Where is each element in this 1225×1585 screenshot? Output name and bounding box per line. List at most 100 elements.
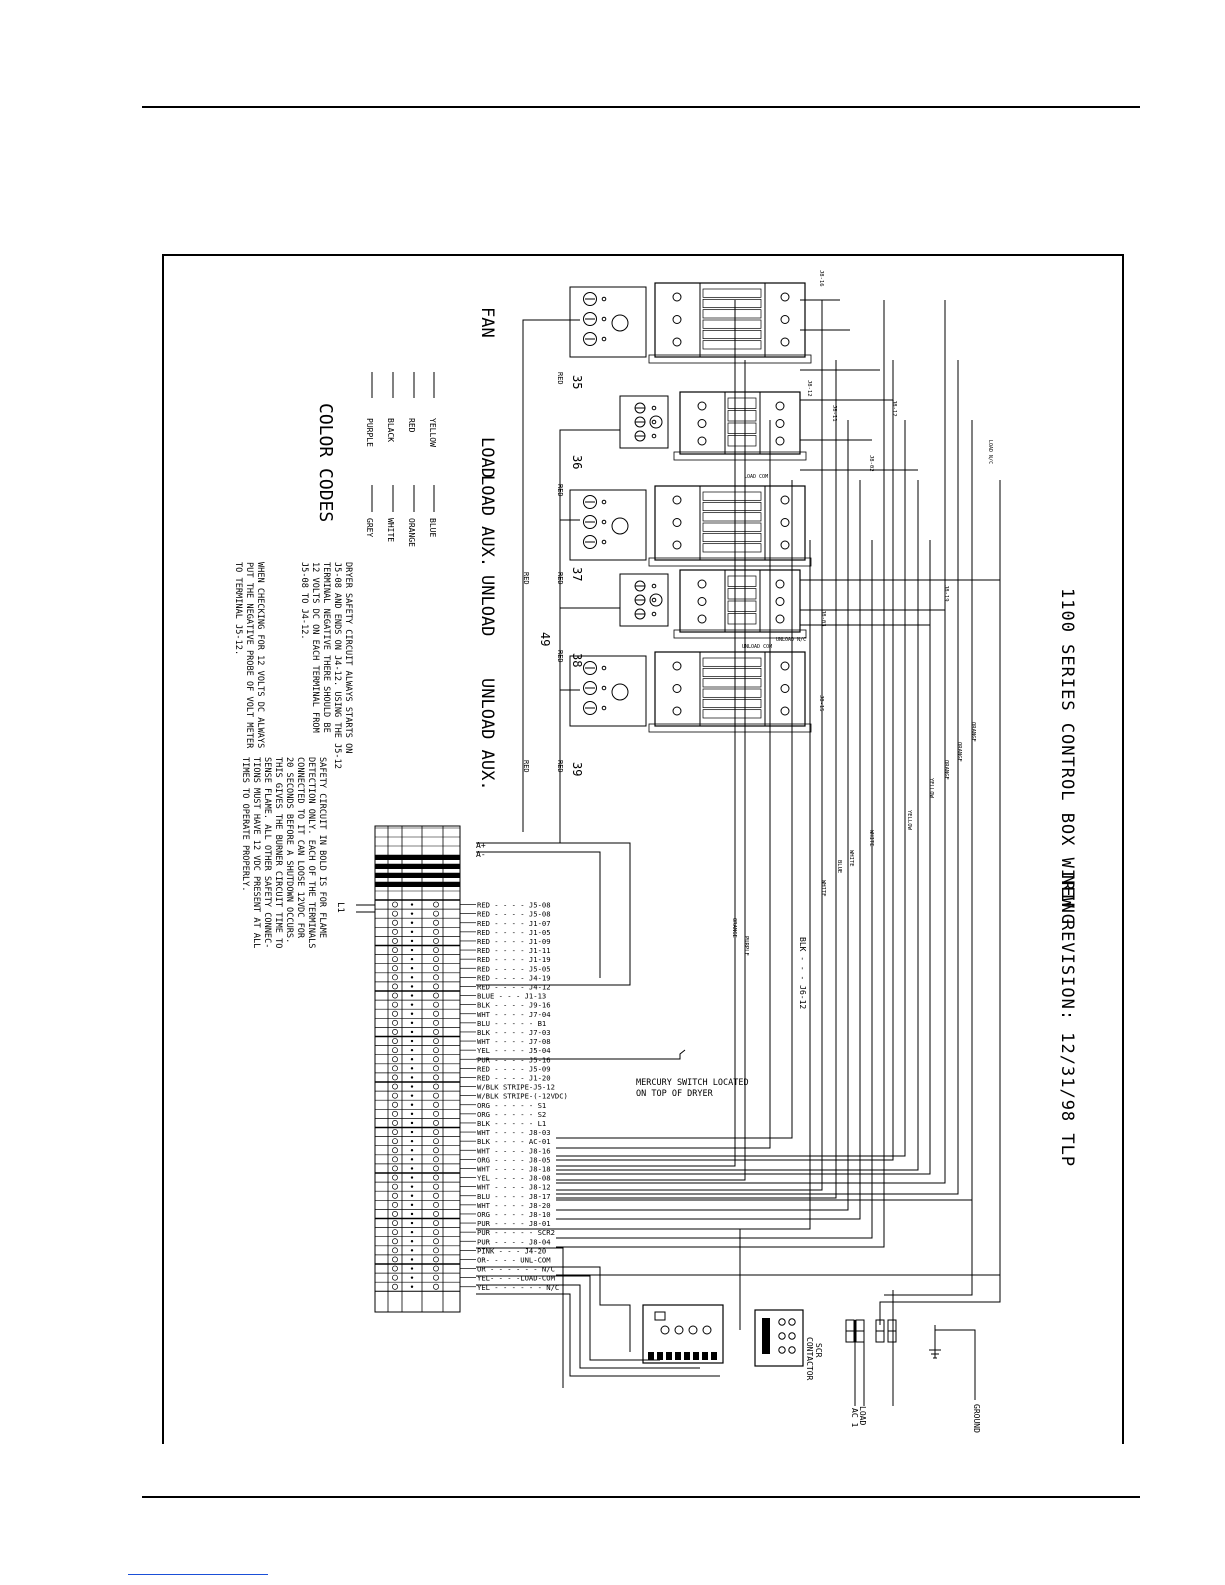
terminal-label: OR- - - - UNL-COM: [477, 1255, 551, 1264]
label-load-aux: LOAD AUX.: [477, 475, 497, 567]
num-39: 39: [570, 762, 584, 776]
terminal-label: WHT - - - - J8-03: [477, 1128, 551, 1137]
ac1-label: AC 1: [850, 1408, 859, 1427]
terminal-dot: [410, 1094, 414, 1097]
terminal-label: PUR - - - - J8-04: [477, 1237, 551, 1246]
contactor-0: [569, 282, 812, 364]
riser-label: ORANGE: [731, 918, 737, 938]
terminal-screw: [433, 1074, 439, 1081]
terminal-dot: [410, 1039, 414, 1043]
screw-terminal: [583, 515, 597, 529]
riser-label: J8-16: [818, 270, 824, 287]
terminal-screw: [392, 1283, 398, 1290]
terminal-label: RED - - - - J1-19: [477, 955, 551, 964]
riser-label: J8-12: [806, 380, 812, 397]
contact-terminal: [697, 436, 707, 446]
terminal-label: W/BLK STRIPE-(-12VDC): [477, 1092, 568, 1101]
terminal-label: BLK - - - - AC-01: [477, 1137, 551, 1146]
terminal-screw: [392, 1065, 398, 1072]
terminal-dot: [410, 1085, 414, 1088]
terminal-screw: [392, 1274, 398, 1281]
load-line-label: LOAD: [858, 1406, 867, 1425]
terminal-screw: [392, 1147, 398, 1154]
note-line: TO TERMINAL J5-12.: [233, 562, 243, 655]
note-line: DETECTION ONLY. EACH OF THE TERMINALS: [306, 757, 316, 948]
terminal-dot: [410, 967, 414, 970]
terminal-screw: [433, 1265, 439, 1272]
terminal-label: RED - - - - J1-07: [477, 919, 551, 928]
terminal-label: RED - - - - J1-05: [477, 928, 551, 937]
riser-label: J8-02: [868, 455, 874, 472]
contact-terminal: [697, 401, 707, 411]
dial-icon: [611, 314, 629, 332]
contact-terminal: [672, 292, 682, 302]
contact-terminal: [775, 436, 785, 446]
terminal-screw: [392, 1165, 398, 1172]
terminal-screw: [392, 974, 398, 981]
terminal-label: YEL - - - - - - N/C: [477, 1283, 559, 1292]
red-label-35: RED: [556, 372, 564, 385]
terminal-screw: [392, 1156, 398, 1163]
terminal-dot: [410, 994, 414, 997]
contact-terminal: [672, 315, 682, 324]
terminal-label: PINK - - - J4-20: [477, 1246, 546, 1255]
red-label-36: RED: [556, 484, 564, 497]
riser-label: WHITE: [820, 880, 826, 897]
unload-com-label: UNLOAD COM: [742, 644, 772, 650]
riser-label: WHITE: [868, 830, 874, 847]
terminal-label: RED - - - - J4-12: [477, 982, 551, 991]
terminal-dot: [410, 976, 414, 979]
num-38: 38: [570, 653, 584, 667]
contact-terminal: [672, 518, 682, 527]
terminal-label: RED - - - - J5-08: [477, 910, 551, 919]
terminal-dot: [410, 1212, 414, 1216]
bottom-devices: [642, 1304, 897, 1367]
dial-icon: [611, 683, 629, 701]
terminal-label: ORG - - - - - S1: [477, 1101, 546, 1110]
contact-terminal: [672, 495, 682, 505]
scr-contactor: [754, 1309, 804, 1367]
note-line: J5-08 AND ENDS ON J4-12. USING THE J5-12: [332, 562, 342, 769]
note-line: J5-08 TO J4-12.: [299, 562, 309, 640]
header-rule: [142, 106, 1140, 108]
terminal-hatch: [375, 864, 460, 869]
footer-link-underline[interactable]: [128, 1574, 268, 1575]
terminal-label: WHT - - - - J7-04: [477, 1010, 551, 1019]
terminal-strip: [356, 825, 476, 1313]
terminal-screw: [392, 992, 398, 999]
contactor-2: [569, 485, 812, 567]
contact-terminal: [780, 337, 790, 347]
contactor-3: [619, 569, 807, 639]
note-line: THIS GIVES THE BURNER CIRCUIT TIME TO: [273, 757, 283, 948]
terminal-label: PUR - - - - J8-01: [477, 1219, 551, 1228]
terminal-screw: [392, 1192, 398, 1199]
contactor-1: [619, 391, 807, 461]
terminal-screw: [433, 983, 439, 990]
terminal-screw: [433, 1174, 439, 1181]
terminal-dot: [410, 1158, 414, 1161]
dial-icon: [649, 593, 663, 607]
screw-terminal: [583, 701, 597, 715]
color-codes-title: COLOR CODES: [315, 403, 336, 522]
terminal-screw: [433, 1229, 439, 1236]
contact-terminal: [697, 614, 707, 624]
num-37: 37: [570, 567, 584, 581]
color-code-white: WHITE: [386, 518, 395, 542]
terminal-screw: [433, 965, 439, 972]
contact-terminal: [780, 706, 790, 716]
terminal-screw: [433, 1147, 439, 1154]
terminal-label: WHT - - - - J7-08: [477, 1037, 551, 1046]
contact-terminal: [775, 401, 785, 411]
terminal-screw: [392, 1074, 398, 1081]
terminal-screw: [433, 901, 439, 908]
terminal-label: BLK - - - - J9-16: [477, 1001, 551, 1010]
riser-label: J8-15: [818, 695, 824, 712]
terminal-label: WHT - - - - J8-16: [477, 1146, 551, 1155]
mercury-switch-note: MERCURY SWITCH LOCATED: [636, 1078, 749, 1088]
color-code-red: RED: [407, 418, 416, 433]
terminal-screw: [392, 919, 398, 926]
terminal-screw: [392, 928, 398, 935]
terminal-dot: [410, 1249, 414, 1252]
terminal-hatch: [375, 873, 460, 878]
color-code-blue: BLUE: [428, 518, 437, 537]
